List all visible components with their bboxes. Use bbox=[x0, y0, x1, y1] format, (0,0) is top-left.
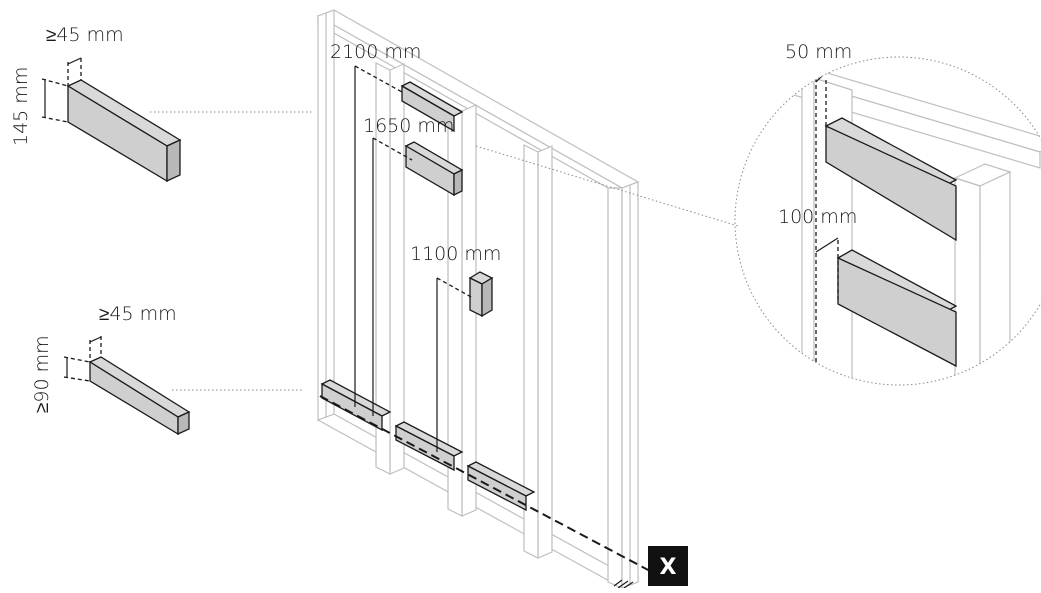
label-zoom-top: 50 mm bbox=[785, 41, 852, 63]
zoom-circle bbox=[734, 56, 1041, 386]
zoom-connector bbox=[475, 145, 739, 227]
frame-block-2100 bbox=[400, 81, 464, 133]
label-stud2-width: ≥45 mm bbox=[99, 303, 177, 325]
floor-reference-line bbox=[319, 395, 653, 573]
x-marker-box bbox=[648, 546, 688, 586]
frame-block-1650 bbox=[404, 141, 464, 197]
frame-bottom-blocks bbox=[320, 379, 536, 512]
label-stud1-height: 145 mm bbox=[10, 67, 32, 146]
label-stud2-height: ≥90 mm bbox=[31, 335, 53, 413]
x-marker-label: X bbox=[660, 555, 677, 580]
detail-block-145 bbox=[41, 57, 312, 183]
zoom-detail bbox=[768, 61, 1041, 385]
wall-frame bbox=[316, 9, 640, 589]
label-zoom-gap: 100 mm bbox=[778, 206, 857, 228]
label-h2100: 2100 mm bbox=[330, 41, 421, 63]
detail-block-90 bbox=[63, 336, 304, 436]
label-h1650: 1650 mm bbox=[363, 115, 454, 137]
label-h1100: 1100 mm bbox=[410, 243, 501, 265]
height-dimension-lines bbox=[354, 65, 474, 452]
label-stud1-width: ≥45 mm bbox=[46, 24, 124, 46]
frame-block-1100 bbox=[468, 271, 494, 318]
